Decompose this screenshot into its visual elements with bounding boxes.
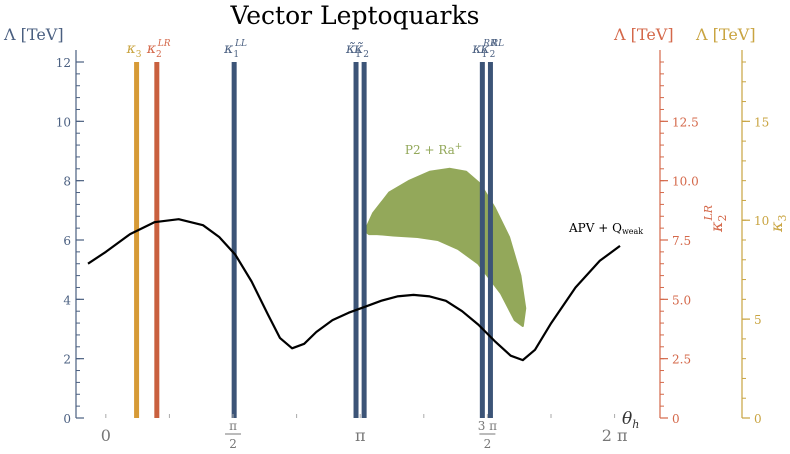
axis-side-label-kappa3: κ3 (767, 215, 789, 234)
x-tick-den: 2 (484, 437, 492, 451)
vline-label-κ1LL: κ1LL (223, 39, 247, 60)
axes: 0 2 4 6 8 10 12 Λ [TeV] 0 2.5 5.0 7.5 10.0 12.5 Λ [TeV… (3, 25, 789, 426)
vline-label-κ2LR: κ2LR (146, 39, 171, 60)
tick-label-kappa2: 7.5 (672, 234, 691, 248)
vline-label-κ2RL: κ2RL (479, 39, 504, 60)
axis-title-left: Λ [TeV] (3, 25, 64, 44)
x-tick-den: 2 (229, 437, 237, 451)
axis-side-label-kappa2: κ2LR (702, 205, 729, 233)
curves: APV + Qweak (87, 218, 643, 362)
tick-label-kappa3: 5 (754, 313, 762, 327)
axis-title-kappa3: Λ [TeV] (695, 25, 756, 44)
x-tick-num: π (229, 419, 237, 433)
tick-label-kappa2: 12.5 (672, 115, 699, 129)
chart-title: Vector Leptoquarks (230, 1, 480, 30)
tick-label-kappa3: 15 (754, 115, 769, 129)
region-0 (363, 167, 527, 328)
tick-label-kappa3: 0 (754, 412, 762, 426)
region-label: P2 + Ra+ (405, 142, 462, 157)
vline-label-κ1RR: κ1RR (471, 39, 497, 60)
exclusion-regions: P2 + Ra+ (363, 142, 527, 328)
tick-label-left: 0 (63, 412, 71, 426)
axis-title-kappa2: Λ [TeV] (613, 25, 674, 44)
x-axis: 0 π 2 π 3 π 2 2 πθh (101, 409, 640, 451)
x-tick-label: π (355, 426, 366, 445)
vline-label-κ̃2: κ̃2 (353, 41, 369, 60)
x-tick-label: 0 (101, 426, 111, 445)
vline-label-κ3: κ3 (126, 41, 142, 60)
series-label-0: APV + Qweak (568, 221, 643, 236)
tick-label-left: 6 (63, 234, 71, 248)
tick-label-left: 8 (63, 175, 71, 189)
tick-label-kappa2: 10.0 (672, 175, 699, 189)
tick-label-left: 12 (56, 56, 71, 70)
tick-label-left: 10 (56, 115, 71, 129)
tick-label-left: 4 (63, 293, 71, 307)
x-axis-label: θh (622, 409, 639, 431)
tick-label-left: 2 (63, 353, 71, 367)
series-line-0 (87, 218, 621, 362)
x-tick-label: 2 π (602, 426, 628, 445)
tick-label-kappa2: 2.5 (672, 353, 691, 367)
tick-label-kappa2: 5.0 (672, 293, 691, 307)
vline-label-κ̃1: κ̃1 (345, 41, 361, 60)
tick-label-kappa3: 10 (754, 214, 769, 228)
x-tick-num: 3 π (478, 419, 497, 433)
tick-label-kappa2: 0 (672, 412, 680, 426)
